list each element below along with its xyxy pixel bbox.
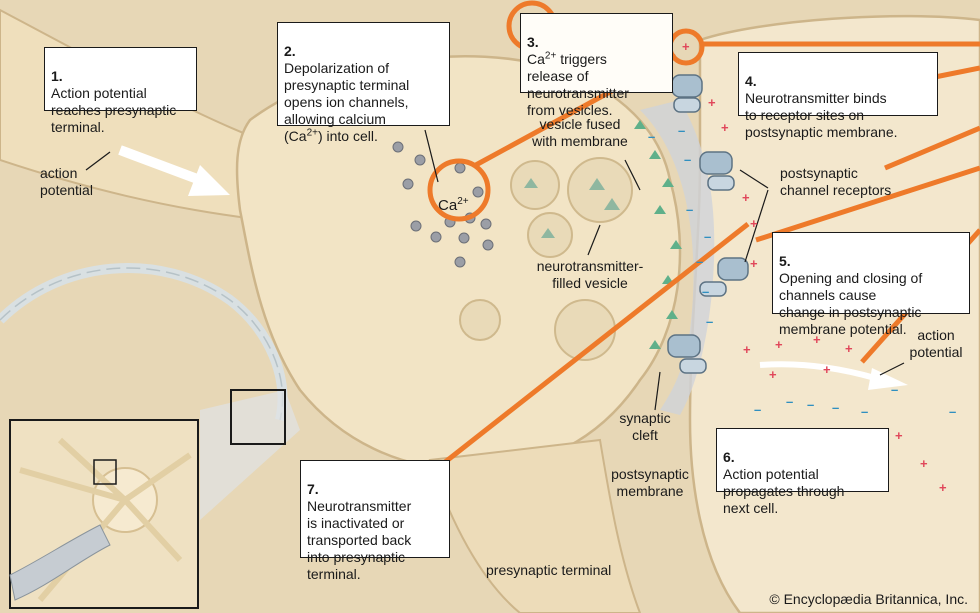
negative-charge-sign: – xyxy=(754,402,761,417)
step-2-superscript: 2+ xyxy=(307,127,318,138)
step-2-number: 2. xyxy=(284,43,296,59)
positive-charge-sign: + xyxy=(845,341,853,356)
vesicle xyxy=(460,300,500,340)
step-1-number: 1. xyxy=(51,68,63,84)
step-2-tail: ) into cell. xyxy=(318,128,378,144)
step-3-box: 3. Ca2+ triggers release of neurotransmi… xyxy=(520,13,673,93)
synaptic-cleft-label: synaptic cleft xyxy=(610,410,680,444)
negative-charge-sign: – xyxy=(832,400,839,415)
negative-charge-sign: – xyxy=(891,382,898,397)
postsynaptic-membrane-label: postsynaptic membrane xyxy=(595,466,705,500)
negative-charge-sign: – xyxy=(949,404,956,419)
step-3-number: 3. xyxy=(527,34,539,50)
step-4-text: Neurotransmitter binds to receptor sites… xyxy=(745,90,898,140)
negative-charge-sign: – xyxy=(861,404,868,419)
positive-charge-sign: + xyxy=(750,216,758,231)
vesicle-fused-label: vesicle fused with membrane xyxy=(515,116,645,150)
action-potential-right-label: action potential xyxy=(900,327,972,361)
positive-charge-sign: + xyxy=(813,332,821,347)
step-2-box: 2. Depolarization of presynaptic termina… xyxy=(277,22,450,126)
positive-charge-sign: + xyxy=(750,256,758,271)
step-7-box: 7. Neurotransmitter is inactivated or tr… xyxy=(300,460,450,558)
step-3-superscript: 2+ xyxy=(545,50,556,61)
postsynaptic-receptors-label: postsynaptic channel receptors xyxy=(780,165,891,199)
positive-charge-sign: + xyxy=(742,190,750,205)
negative-charge-sign: – xyxy=(702,284,709,299)
calcium-ion-text: Ca xyxy=(438,197,457,214)
step-6-box: 6. Action potential propagates through n… xyxy=(716,428,889,492)
positive-charge-sign: + xyxy=(743,342,751,357)
negative-charge-sign: – xyxy=(686,202,693,217)
positive-charge-sign: + xyxy=(682,39,690,54)
presynaptic-terminal-label: presynaptic terminal xyxy=(486,562,611,579)
step-6-number: 6. xyxy=(723,449,735,465)
positive-charge-sign: + xyxy=(920,456,928,471)
positive-charge-sign: + xyxy=(775,337,783,352)
negative-charge-sign: – xyxy=(807,397,814,412)
positive-charge-sign: + xyxy=(823,362,831,377)
step-1-box: 1. Action potential reaches presynaptic … xyxy=(44,47,197,111)
positive-charge-sign: + xyxy=(721,120,729,135)
negative-charge-sign: – xyxy=(706,314,713,329)
negative-charge-sign: – xyxy=(684,152,691,167)
calcium-ion-label: Ca2+ xyxy=(438,180,469,214)
neurotransmitter-vesicle-label: neurotransmitter- filled vesicle xyxy=(520,258,660,292)
negative-charge-sign: – xyxy=(678,123,685,138)
negative-charge-sign: – xyxy=(696,254,703,269)
positive-charge-sign: + xyxy=(895,428,903,443)
copyright-credit: © Encyclopædia Britannica, Inc. xyxy=(769,591,968,607)
action-potential-left-label: action potential xyxy=(40,165,93,199)
step-5-number: 5. xyxy=(779,253,791,269)
negative-charge-sign: – xyxy=(648,129,655,144)
step-7-number: 7. xyxy=(307,481,319,497)
negative-charge-sign: – xyxy=(704,229,711,244)
step-5-box: 5. Opening and closing of channels cause… xyxy=(772,232,970,314)
negative-charge-sign: – xyxy=(786,394,793,409)
step-4-number: 4. xyxy=(745,73,757,89)
step-3-prefix: Ca xyxy=(527,51,545,67)
positive-charge-sign: + xyxy=(939,480,947,495)
positive-charge-sign: + xyxy=(769,367,777,382)
positive-charge-sign: + xyxy=(708,95,716,110)
calcium-ion-superscript: 2+ xyxy=(457,196,468,207)
step-4-box: 4. Neurotransmitter binds to receptor si… xyxy=(738,52,938,116)
